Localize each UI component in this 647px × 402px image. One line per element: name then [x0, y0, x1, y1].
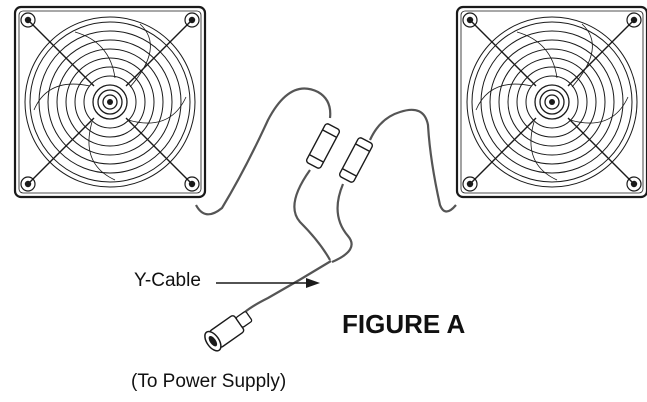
- y-cable-connectors: [305, 123, 374, 183]
- right-fan-icon: [455, 5, 647, 199]
- figure-title: FIGURE A: [342, 309, 466, 339]
- fan-lead-wires: [195, 87, 457, 216]
- y-cable: [244, 169, 353, 313]
- dc-barrel-plug-icon: [204, 311, 253, 352]
- y-cable-label: Y-Cable: [134, 270, 201, 291]
- left-fan-icon: [13, 5, 207, 199]
- y-cable-arrow: [216, 278, 320, 288]
- power-supply-label: (To Power Supply): [131, 371, 287, 392]
